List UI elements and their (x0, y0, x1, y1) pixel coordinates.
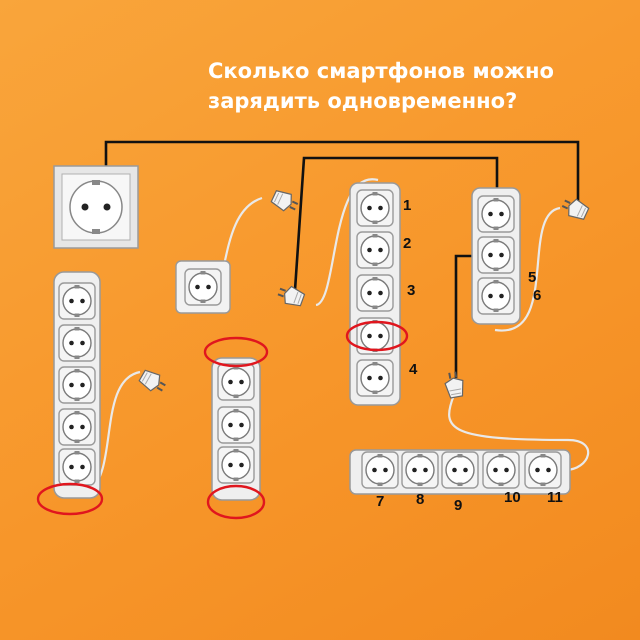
label-5: 5 (528, 269, 536, 286)
power-strip-horizontal (349, 449, 571, 495)
power-strip-tall (349, 182, 401, 406)
label-1: 1 (403, 197, 411, 214)
power-strip-middle (211, 357, 261, 501)
title-line-2: зарядить одновременно? (208, 89, 518, 113)
title-line-1: Сколько смартфонов можно (208, 59, 554, 83)
label-7: 7 (376, 493, 384, 510)
page-title: Сколько смартфонов можно зарядить одновр… (208, 56, 628, 116)
label-2: 2 (403, 235, 411, 252)
label-8: 8 (416, 491, 424, 508)
single-socket-adapter (175, 260, 231, 314)
label-11: 11 (547, 489, 563, 506)
power-strip-right (471, 187, 521, 325)
red-circle-marks (36, 320, 409, 520)
power-strip-left (53, 271, 101, 499)
wall-socket (53, 165, 139, 249)
label-9: 9 (454, 497, 462, 514)
label-4: 4 (409, 361, 418, 378)
socket-number-labels: 1 2 3 4 5 6 7 8 9 10 11 (376, 197, 563, 514)
label-10: 10 (504, 489, 521, 506)
label-6: 6 (533, 287, 541, 304)
label-3: 3 (407, 282, 415, 299)
